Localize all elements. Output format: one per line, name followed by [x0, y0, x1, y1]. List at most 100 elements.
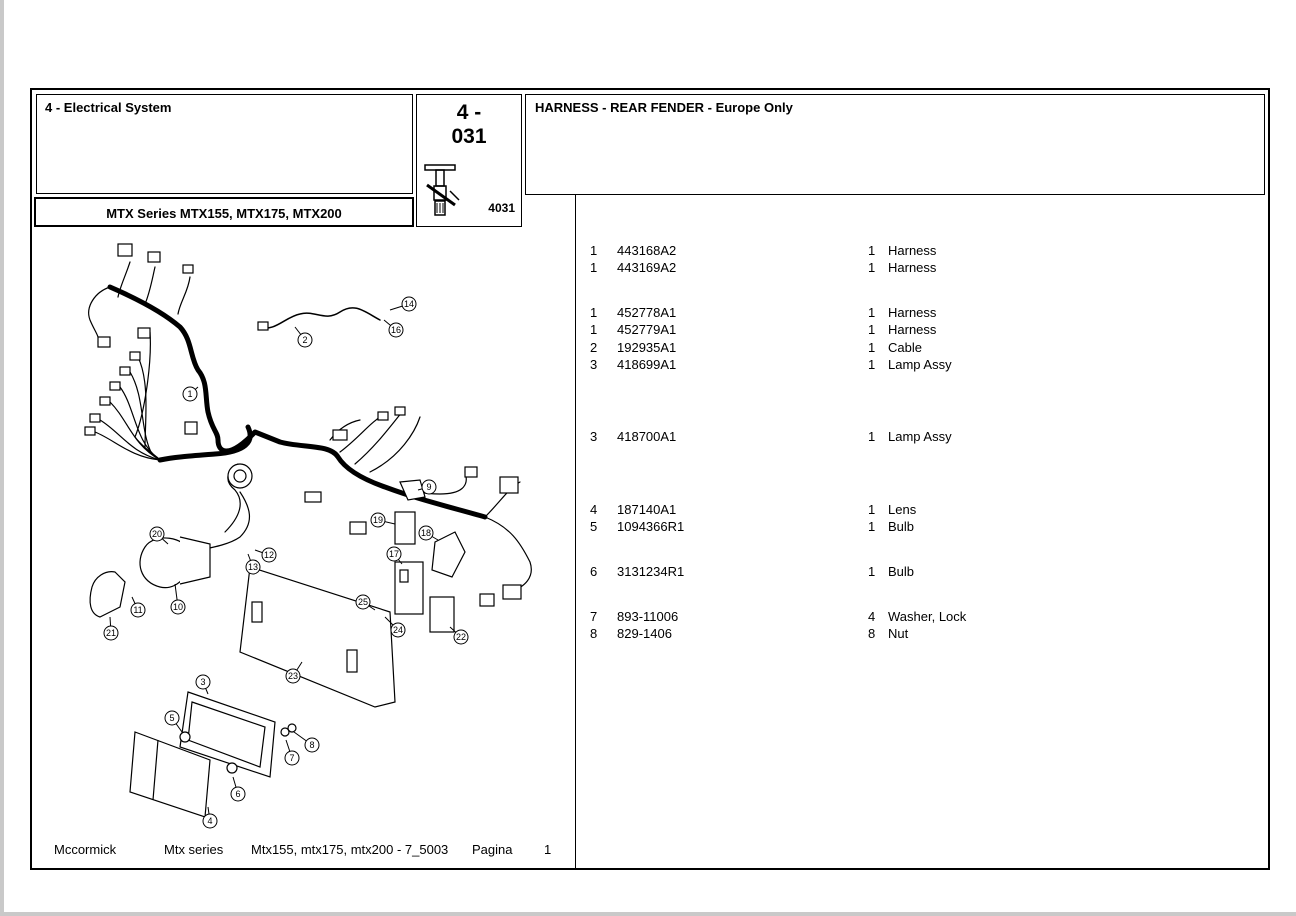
callout-12: 12: [264, 550, 274, 560]
callout-4: 4: [207, 816, 212, 826]
section-header-box: 4 - Electrical System: [36, 94, 413, 194]
part-description: Washer, Lock: [888, 609, 967, 624]
part-description: Cable: [888, 340, 922, 355]
part-number: 3131234R1: [617, 564, 685, 579]
parts-row: 8 829-1406 8 Nut: [590, 626, 1250, 643]
parts-row: 3 418699A1 1 Lamp Assy: [590, 357, 1250, 374]
parts-row: 3 418700A1 1 Lamp Assy: [590, 429, 1250, 446]
part-description: Harness: [888, 243, 937, 258]
part-number: 192935A1: [617, 340, 677, 355]
part-qty: 1: [868, 564, 876, 579]
page-code-line2: 031: [451, 125, 487, 148]
series-box: MTX Series MTX155, MTX175, MTX200: [34, 197, 414, 227]
part-ref: 2: [590, 340, 598, 355]
part-number: 452779A1: [617, 322, 677, 337]
part-description: Harness: [888, 322, 937, 337]
part-ref: 6: [590, 564, 598, 579]
parts-row: 6 3131234R1 1 Bulb: [590, 564, 1250, 581]
callout-22: 22: [456, 632, 466, 642]
part-qty: 1: [868, 260, 876, 275]
parts-list: 1 443168A2 1 Harness 1 443169A2 1 Harnes…: [590, 243, 1250, 663]
page-code-ref: 4031: [488, 201, 515, 215]
page-code: 4 - 031: [417, 101, 521, 149]
part-qty: 1: [868, 322, 876, 337]
callout-16: 16: [391, 325, 401, 335]
callout-11: 11: [133, 605, 142, 615]
parts-row: 1 443169A2 1 Harness: [590, 260, 1250, 277]
part-qty: 1: [868, 243, 876, 258]
parts-row: 5 1094366R1 1 Bulb: [590, 519, 1250, 536]
main-harness-trunk: [107, 284, 488, 520]
part-qty: 1: [868, 340, 876, 355]
part-qty: 1: [868, 519, 876, 534]
part-ref: 3: [590, 429, 598, 444]
part-number: 829-1406: [617, 626, 672, 641]
callout-19: 19: [373, 515, 383, 525]
callout-6: 6: [235, 789, 240, 799]
callout-14: 14: [404, 299, 414, 309]
catalog-sheet-frame: [30, 88, 1270, 870]
part-qty: 1: [868, 357, 876, 372]
callout-25: 25: [358, 597, 368, 607]
callout-17: 17: [389, 549, 399, 559]
part-description: Lens: [888, 502, 917, 517]
part-number: 187140A1: [617, 502, 677, 517]
viewer-bottom-edge: [0, 912, 1296, 916]
callout-24: 24: [393, 625, 403, 635]
part-description: Lamp Assy: [888, 429, 952, 444]
part-qty: 8: [868, 626, 876, 641]
column-divider: [575, 195, 576, 870]
viewer-left-edge: [0, 0, 4, 916]
electrical-connector-icon: [424, 164, 460, 216]
parts-row: 7 893-11006 4 Washer, Lock: [590, 609, 1250, 626]
part-description: Harness: [888, 305, 937, 320]
part-qty: 4: [868, 609, 876, 624]
part-ref: 5: [590, 519, 598, 534]
callout-3: 3: [200, 677, 205, 687]
callout-20: 20: [152, 529, 162, 539]
parts-row: 1 443168A2 1 Harness: [590, 243, 1250, 260]
callout-13: 13: [248, 562, 258, 572]
part-description: Harness: [888, 260, 937, 275]
part-number: 1094366R1: [617, 519, 685, 534]
part-description: Lamp Assy: [888, 357, 952, 372]
part-ref: 1: [590, 305, 598, 320]
title-box: HARNESS - REAR FENDER - Europe Only: [525, 94, 1265, 195]
part-qty: 1: [868, 502, 876, 517]
part-number: 418700A1: [617, 429, 677, 444]
part-number: 893-11006: [617, 609, 679, 624]
part-ref: 7: [590, 609, 598, 624]
footer-series: Mtx series: [164, 842, 224, 857]
part-ref: 1: [590, 243, 598, 258]
parts-row: 1 452778A1 1 Harness: [590, 305, 1250, 322]
callout-21: 21: [106, 628, 116, 638]
footer-page-number: 1: [544, 842, 552, 857]
callout-1: 1: [187, 389, 192, 399]
part-number: 418699A1: [617, 357, 677, 372]
page-code-box: 4 - 031 4031: [416, 94, 522, 227]
group-title: HARNESS - REAR FENDER - Europe Only: [535, 100, 793, 115]
part-ref: 3: [590, 357, 598, 372]
parts-row: 1 452779A1 1 Harness: [590, 322, 1250, 339]
part-ref: 8: [590, 626, 598, 641]
series-label: MTX Series MTX155, MTX175, MTX200: [106, 206, 342, 221]
part-ref: 4: [590, 502, 598, 517]
part-number: 452778A1: [617, 305, 677, 320]
footer-brand: Mccormick: [54, 842, 117, 857]
page-code-line1: 4 -: [456, 101, 482, 124]
parts-row: 2 192935A1 1 Cable: [590, 340, 1250, 357]
part-description: Bulb: [888, 564, 915, 579]
callout-2: 2: [302, 335, 307, 345]
callout-10: 10: [173, 602, 183, 612]
part-qty: 1: [868, 429, 876, 444]
callout-8: 8: [309, 740, 314, 750]
callout-7: 7: [289, 753, 294, 763]
part-ref: 1: [590, 322, 598, 337]
parts-row: 4 187140A1 1 Lens: [590, 502, 1250, 519]
callout-23: 23: [288, 671, 298, 681]
exploded-parts-diagram: 1 2 3 4 5 6 7 8 9 10 11 12 13 14 16 17 1…: [84, 243, 532, 829]
callout-5: 5: [169, 713, 174, 723]
section-title: 4 - Electrical System: [45, 100, 172, 115]
part-description: Bulb: [888, 519, 915, 534]
callout-18: 18: [421, 528, 431, 538]
